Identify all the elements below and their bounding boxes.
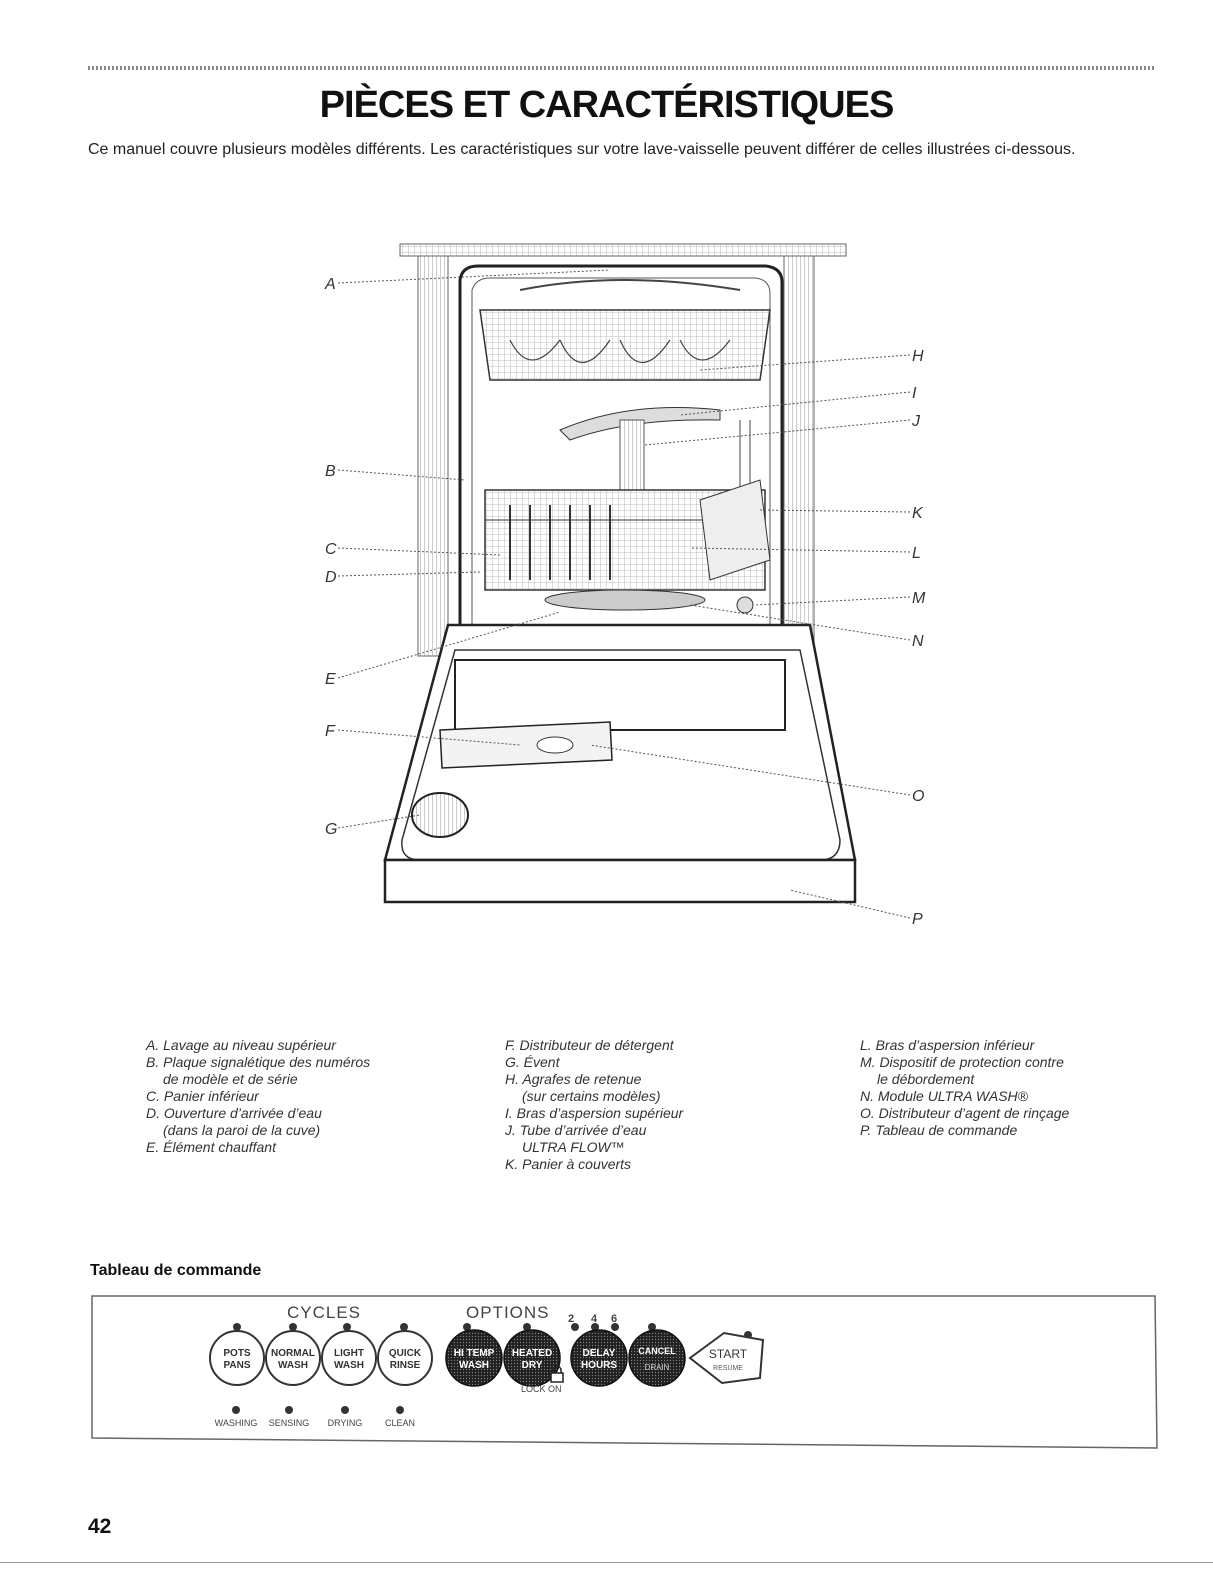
quick-rinse-button[interactable] — [377, 1330, 433, 1386]
callout-l: L — [912, 545, 921, 562]
legend-item: D. Ouverture d’arrivée d’eau — [146, 1105, 322, 1121]
pots-pans-button[interactable] — [209, 1330, 265, 1386]
options-label: OPTIONS — [466, 1303, 550, 1322]
legend-item-cont: ULTRA FLOW™ — [522, 1139, 625, 1155]
lock-on-label: LOCK ON — [521, 1384, 562, 1394]
wash-label: WASH — [278, 1360, 308, 1371]
legend-item: A. Lavage au niveau supérieur — [146, 1037, 336, 1053]
delay-hours-button[interactable] — [570, 1329, 628, 1387]
control-panel-diagram: CYCLES OPTIONS 2 4 6 POTS PANS NORMAL WA… — [91, 1295, 1158, 1449]
legend-item: J. Tube d’arrivée d’eau — [505, 1122, 647, 1138]
legend-item: O. Distributeur d’agent de rinçage — [860, 1105, 1070, 1121]
cancel-drain-button[interactable] — [628, 1329, 686, 1387]
legend-item: F. Distributeur de détergent — [505, 1037, 674, 1053]
callout-a: A — [324, 276, 336, 293]
callout-k: K — [912, 505, 924, 522]
legend-column-3: L. Bras d’aspersion inférieur M. Disposi… — [860, 1037, 1160, 1139]
dry-label: DRY — [522, 1360, 543, 1371]
delay-hour-2: 2 — [568, 1313, 574, 1325]
page-title: PIÈCES ET CARACTÉRISTIQUES — [319, 84, 895, 126]
footer-rule — [0, 1562, 1213, 1563]
legend-item: E. Élément chauffant — [146, 1139, 276, 1155]
delay-hour-4: 4 — [591, 1313, 598, 1325]
light-label: LIGHT — [334, 1348, 364, 1359]
rinse-label: RINSE — [390, 1360, 421, 1371]
resume-label: RESUME — [713, 1365, 743, 1372]
legend-column-2: F. Distributeur de détergent G. Évent H.… — [505, 1037, 805, 1173]
callout-e: E — [325, 671, 336, 688]
callout-h: H — [912, 348, 924, 365]
normal-label: NORMAL — [271, 1348, 315, 1359]
page-number: 42 — [88, 1515, 112, 1538]
hi-temp-wash-button[interactable] — [445, 1329, 503, 1387]
normal-wash-button[interactable] — [265, 1330, 321, 1386]
status-clean: CLEAN — [385, 1418, 415, 1428]
lock-icon — [550, 1365, 564, 1383]
hi-temp-label: HI TEMP — [454, 1348, 495, 1359]
status-washing: WASHING — [215, 1418, 258, 1428]
delay-label: DELAY — [583, 1348, 616, 1359]
callout-f: F — [325, 723, 336, 740]
delay-hour-6: 6 — [611, 1313, 617, 1325]
legend-item: N. Module ULTRA WASH® — [860, 1088, 1028, 1104]
light-wash-button[interactable] — [321, 1330, 377, 1386]
status-drying: DRYING — [328, 1418, 363, 1428]
legend-item: C. Panier inférieur — [146, 1088, 259, 1104]
legend-item: B. Plaque signalétique des numéros — [146, 1054, 371, 1070]
callout-b: B — [325, 463, 336, 480]
callout-m: M — [912, 590, 926, 607]
wash-label: WASH — [459, 1360, 489, 1371]
hours-label: HOURS — [581, 1360, 617, 1371]
callout-j: J — [911, 413, 921, 430]
quick-label: QUICK — [389, 1348, 422, 1359]
section-title: Tableau de commande — [90, 1262, 262, 1279]
drain-label: DRAIN — [645, 1363, 670, 1372]
legend-item: H. Agrafes de retenue — [505, 1071, 642, 1087]
callout-p: P — [912, 911, 923, 928]
legend-item: P. Tableau de commande — [860, 1122, 1018, 1138]
intro-text: Ce manuel couvre plusieurs modèles diffé… — [88, 141, 1076, 158]
legend-item-cont: (dans la paroi de la cuve) — [163, 1122, 321, 1138]
start-resume-button[interactable] — [688, 1331, 765, 1385]
legend-item: G. Évent — [505, 1054, 560, 1070]
callout-c: C — [325, 541, 337, 558]
start-label: START — [709, 1347, 748, 1361]
legend-item-cont: le débordement — [877, 1071, 975, 1087]
legend-item: K. Panier à couverts — [505, 1156, 632, 1172]
legend-item: M. Dispositif de protection contre — [860, 1054, 1064, 1070]
wash-label: WASH — [334, 1360, 364, 1371]
legend-column-1: A. Lavage au niveau supérieur B. Plaque … — [146, 1037, 446, 1156]
legend-item: L. Bras d’aspersion inférieur — [860, 1037, 1035, 1053]
heated-dry-button[interactable] — [503, 1329, 561, 1387]
callout-n: N — [912, 633, 924, 650]
top-rule — [88, 66, 1156, 70]
callout-o: O — [912, 788, 924, 805]
pans-label: PANS — [223, 1360, 250, 1371]
callout-g: G — [325, 821, 337, 838]
pots-label: POTS — [223, 1348, 251, 1359]
legend-item: I. Bras d’aspersion supérieur — [505, 1105, 684, 1121]
cancel-label: CANCEL — [638, 1346, 676, 1356]
cycles-label: CYCLES — [287, 1303, 361, 1322]
dishwasher-diagram: A B C D E F G H I J K L M N O P — [324, 243, 926, 928]
legend-item-cont: (sur certains modèles) — [522, 1088, 661, 1104]
callout-d: D — [325, 569, 337, 586]
legend-item-cont: de modèle et de série — [163, 1071, 298, 1087]
status-sensing: SENSING — [269, 1418, 310, 1428]
callout-i: I — [912, 385, 917, 402]
heated-label: HEATED — [512, 1348, 552, 1359]
